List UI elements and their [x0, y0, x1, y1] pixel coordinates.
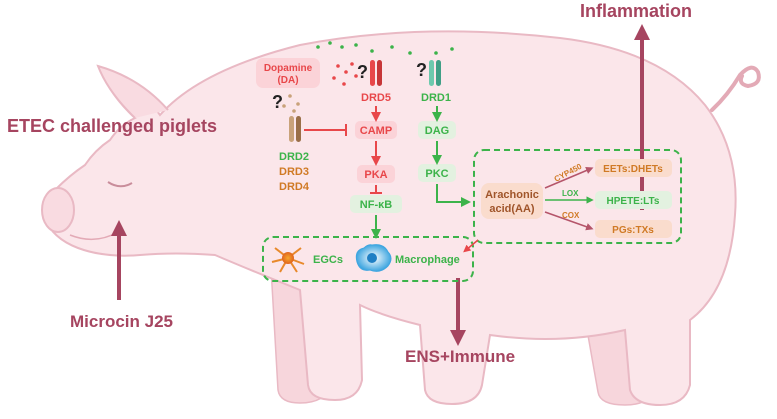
pig-ear: [96, 64, 169, 119]
dopamine-label: Dopamine: [264, 63, 313, 74]
dopamine-particles: [282, 41, 454, 113]
aa-pathway-region: [473, 149, 682, 244]
aa-box: [481, 183, 543, 219]
pka-box: [357, 165, 395, 183]
pig-tail: [710, 65, 761, 112]
title-ens-immune: ENS+Immune: [405, 347, 515, 366]
title-etec: ETEC challenged piglets: [7, 116, 217, 136]
drd4-label: DRD4: [279, 181, 310, 193]
nfkb-box: [350, 195, 402, 213]
pig-snout: [41, 187, 75, 233]
drd3-label: DRD3: [279, 166, 309, 178]
pka-label: PKA: [364, 169, 387, 181]
receptor-drd5-icon: [370, 60, 382, 86]
dag-label: DAG: [425, 125, 449, 137]
pgs-box: [595, 220, 672, 238]
pgs-label: PGs:TXs: [612, 225, 654, 236]
aa-label-line1: Arachonic: [485, 189, 539, 201]
cells-region: [262, 236, 474, 282]
receptor-drd2-icon: [289, 116, 301, 142]
receptor-drd1-icon: [429, 60, 441, 86]
question-mark-drd1: ?: [416, 60, 427, 80]
arrow-aa-pgs: [544, 211, 594, 231]
dopamine-abbr: (DA): [277, 75, 298, 86]
drd1-label: DRD1: [421, 92, 451, 104]
arrow-aa-cells: [463, 239, 479, 253]
title-inflammation: Inflammation: [580, 1, 692, 21]
camp-label: CAMP: [360, 125, 392, 137]
hpete-box: [595, 191, 672, 209]
aa-label-line2: acid(AA): [489, 203, 535, 215]
nfkb-label: NF-κB: [360, 199, 392, 211]
arrow-pkc-aa: [436, 184, 471, 207]
egcs-label: EGCs: [313, 254, 343, 266]
pig-body: [42, 30, 737, 407]
pig-illustration: [41, 30, 761, 407]
dag-box: [418, 121, 456, 139]
pkc-label: PKC: [425, 168, 448, 180]
eets-box: [595, 159, 672, 177]
arrow-aa-eets: [544, 167, 594, 189]
pkc-box: [418, 164, 456, 182]
eets-label: EETs:DHETs: [603, 164, 663, 175]
camp-box: [355, 121, 397, 139]
question-mark-drd5: ?: [357, 62, 368, 82]
cox-label: COX: [562, 211, 580, 220]
drd2-label: DRD2: [279, 151, 309, 163]
hpete-label: HPETE:LTs: [607, 196, 660, 207]
dopamine-box: [256, 58, 320, 88]
pig-eye: [107, 181, 133, 188]
title-microcin: Microcin J25: [70, 312, 173, 331]
drd5-label: DRD5: [361, 92, 391, 104]
lox-label: LOX: [562, 189, 579, 198]
macrophage-label: Macrophage: [395, 254, 460, 266]
egc-cell-icon: [271, 247, 305, 273]
question-mark-drd2: ?: [272, 92, 283, 112]
macrophage-icon: [355, 244, 392, 272]
